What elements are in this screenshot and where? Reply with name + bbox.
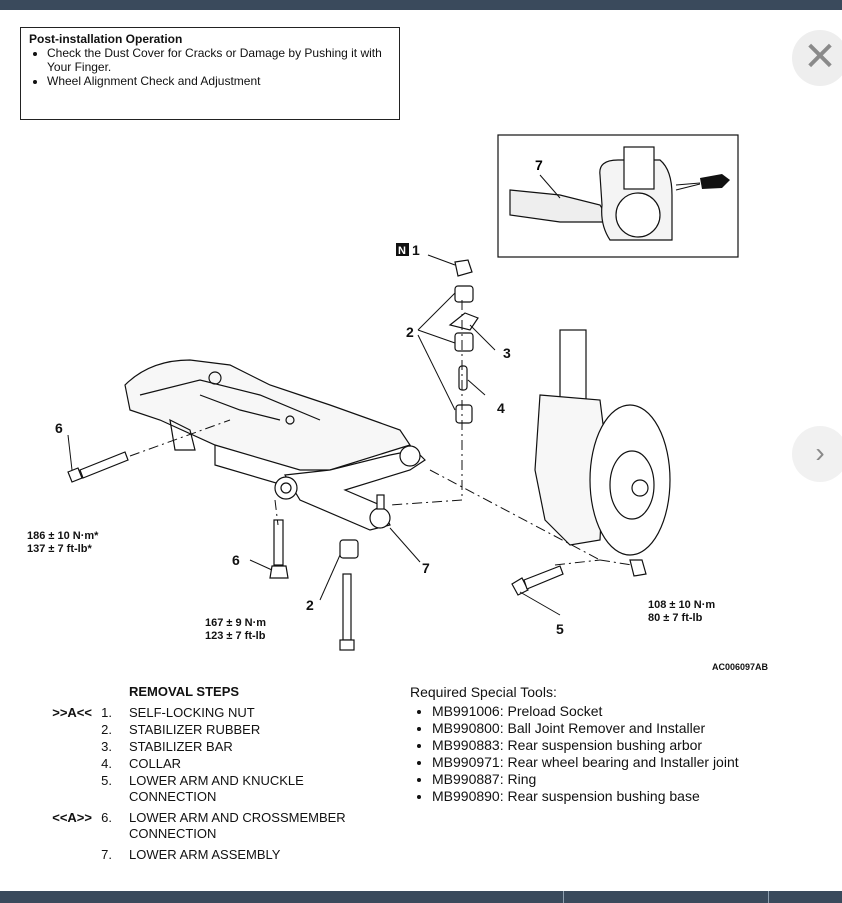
tool-item: MB990890: Rear suspension bushing base <box>432 788 820 805</box>
step-label: STABILIZER BAR <box>129 739 233 754</box>
new-part-badge-box <box>396 243 409 256</box>
note-title: Post-installation Operation <box>29 32 183 46</box>
top-bar <box>0 0 842 10</box>
step-number: 3. <box>101 739 112 754</box>
crossmember <box>124 359 411 491</box>
close-button[interactable]: ✕ <box>792 30 842 86</box>
callout-5: 5 <box>556 621 564 637</box>
close-icon: ✕ <box>803 35 837 79</box>
callout-4: 4 <box>497 400 505 416</box>
lower-arm <box>274 445 426 531</box>
callout-2-upper: 2 <box>406 324 414 340</box>
removal-steps-heading: REMOVAL STEPS <box>129 684 240 699</box>
step-number: 1. <box>101 705 112 720</box>
step-marker: >>A<< <box>52 705 92 720</box>
stabilizer-parts <box>339 259 479 559</box>
torque-2-nm: 167 ± 9 N·m <box>205 617 266 629</box>
bottom-bar <box>0 891 842 903</box>
tool-item: MB990971: Rear wheel bearing and Install… <box>432 754 820 771</box>
knuckle-assembly <box>534 329 671 556</box>
suspension-diagram: 7 <box>27 134 769 672</box>
torque-1-nm: 186 ± 10 N·m* <box>27 530 99 542</box>
tool-item: MB990883: Rear suspension bushing arbor <box>432 737 820 754</box>
new-part-badge: N <box>398 245 406 257</box>
step-label: LOWER ARM AND KNUCKLE CONNECTION <box>129 773 304 804</box>
post-installation-note: Post-installation Operation Check the Du… <box>20 27 400 120</box>
next-button[interactable]: › <box>792 426 842 482</box>
step-label: LOWER ARM ASSEMBLY <box>129 847 281 862</box>
note-list: Check the Dust Cover for Cracks or Damag… <box>29 46 391 88</box>
callout-6-upper: 6 <box>55 420 63 436</box>
torque-3-ftlb: 80 ± 7 ft-lb <box>648 612 703 624</box>
special-tools: Required Special Tools: MB991006: Preloa… <box>410 684 820 805</box>
callout-1: 1 <box>412 242 420 258</box>
tools-heading: Required Special Tools: <box>410 684 557 700</box>
note-item: Wheel Alignment Check and Adjustment <box>47 74 391 88</box>
step-label: COLLAR <box>129 756 182 771</box>
step-label: STABILIZER RUBBER <box>129 722 261 737</box>
bottom-bar-divider <box>563 891 564 903</box>
step-label: LOWER ARM AND CROSSMEMBER CONNECTION <box>129 810 346 841</box>
inset-callout-label: 7 <box>535 157 543 173</box>
callout-2-lower: 2 <box>306 597 314 613</box>
torque-2-ftlb: 123 ± 7 ft-lb <box>205 630 266 642</box>
tool-item: MB990887: Ring <box>432 771 820 788</box>
chevron-right-icon: › <box>815 437 825 468</box>
step-label: SELF-LOCKING NUT <box>129 705 255 720</box>
callout-7: 7 <box>422 560 430 576</box>
step-number: 7. <box>101 847 112 862</box>
leader-lines <box>129 300 633 566</box>
step-number: 5. <box>101 773 112 788</box>
tools-list: MB991006: Preload Socket MB990800: Ball … <box>410 703 820 805</box>
callout-3: 3 <box>503 345 511 361</box>
figure-code: AC006097AB <box>712 662 769 672</box>
torque-1-ftlb: 137 ± 7 ft-lb* <box>27 543 92 555</box>
step-marker: <<A>> <box>52 810 92 825</box>
callout-lines <box>67 254 561 616</box>
step-number: 6. <box>101 810 112 825</box>
bolts <box>67 451 647 651</box>
tool-item: MB991006: Preload Socket <box>432 703 820 720</box>
step-number: 2. <box>101 722 112 737</box>
inset-detail: 7 <box>497 134 739 258</box>
torque-3-nm: 108 ± 10 N·m <box>648 599 715 611</box>
note-item: Check the Dust Cover for Cracks or Damag… <box>47 46 391 74</box>
bottom-bar-divider <box>768 891 769 903</box>
callout-6-lower: 6 <box>232 552 240 568</box>
tool-item: MB990800: Ball Joint Remover and Install… <box>432 720 820 737</box>
step-number: 4. <box>101 756 112 771</box>
